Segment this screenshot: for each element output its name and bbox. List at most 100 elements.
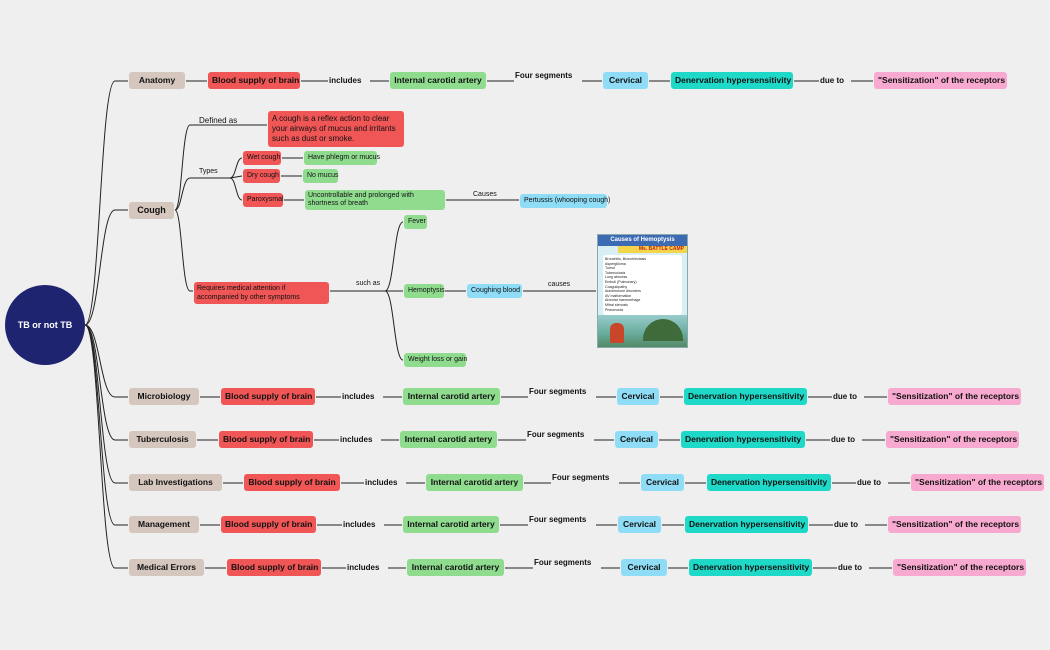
connector-line: [229, 175, 243, 179]
poster-list-item: Pneumonia: [605, 307, 624, 312]
sensitization-node[interactable]: "Sensitization" of the receptors: [893, 559, 1026, 576]
poster-list-item: Tuberculosis: [605, 270, 626, 275]
poster-illustration: [598, 315, 687, 347]
denervation-node[interactable]: Denervation hypersensitivity: [707, 474, 831, 491]
cervical-node[interactable]: Cervical: [621, 559, 667, 576]
cervical-node[interactable]: Cervical: [615, 431, 658, 448]
denervation-node[interactable]: Denervation hypersensitivity: [685, 516, 808, 533]
blood-supply-node[interactable]: Blood supply of brain: [221, 388, 315, 405]
due-to-label: due to: [857, 478, 881, 487]
cervical-node[interactable]: Cervical: [617, 388, 659, 405]
wet-cough-node[interactable]: Wet cough: [243, 151, 281, 165]
four-segments-label: Four segments: [534, 558, 592, 567]
hemoptysis-node[interactable]: Hemoptysis: [404, 284, 445, 298]
dry-cough-desc[interactable]: No mucus: [303, 169, 339, 183]
wet-cough-desc[interactable]: Have phlegm or mucus: [304, 151, 380, 165]
poster-list-item: Bronchitis, Bronchiectasis: [605, 257, 647, 261]
four-segments-label: Four segments: [527, 430, 585, 439]
blood-supply-node[interactable]: Blood supply of brain: [244, 474, 340, 491]
denervation-node[interactable]: Denervation hypersensitivity: [684, 388, 807, 405]
internal-carotid-node[interactable]: Internal carotid artery: [403, 516, 499, 533]
connector-line: [84, 80, 128, 326]
dry-cough-node[interactable]: Dry cough: [243, 169, 280, 183]
includes-label: includes: [365, 478, 398, 487]
cervical-node[interactable]: Cervical: [618, 516, 661, 533]
internal-carotid-node[interactable]: Internal carotid artery: [403, 388, 500, 405]
weight-node[interactable]: Weight loss or gain: [404, 353, 467, 367]
poster-list-item: Lung abscess: [605, 275, 628, 280]
requires-attention-node[interactable]: Requires medical attention if accompanie…: [194, 282, 329, 304]
poster-list-item: Alveolar haemorrhage: [605, 298, 641, 303]
branch-errors[interactable]: Medical Errors: [129, 559, 204, 576]
connector-line: [84, 324, 128, 398]
includes-label: includes: [340, 435, 373, 444]
internal-carotid-node[interactable]: Internal carotid artery: [426, 474, 523, 491]
branch-lab[interactable]: Lab Investigations: [129, 474, 222, 491]
cough-definition[interactable]: A cough is a reflex action to clear your…: [268, 111, 404, 147]
poster-list-item: AV malformation: [605, 293, 632, 298]
blood-supply-node[interactable]: Blood supply of brain: [219, 431, 313, 448]
root-node[interactable]: TB or not TB: [5, 285, 85, 365]
internal-carotid-node[interactable]: Internal carotid artery: [390, 72, 486, 89]
branch-anatomy[interactable]: Anatomy: [129, 72, 185, 89]
blood-supply-node[interactable]: Blood supply of brain: [208, 72, 300, 89]
branch-management[interactable]: Management: [129, 516, 199, 533]
sensitization-node[interactable]: "Sensitization" of the receptors: [888, 516, 1021, 533]
pertussis-node[interactable]: Pertussis (whooping cough): [520, 194, 610, 208]
sensitization-node[interactable]: "Sensitization" of the receptors: [874, 72, 1007, 89]
cervical-node[interactable]: Cervical: [641, 474, 684, 491]
paroxysmal-node[interactable]: Paroxysmal: [243, 193, 284, 207]
types-label: Types: [199, 168, 218, 175]
figure-shape: [610, 323, 624, 343]
denervation-node[interactable]: Denervation hypersensitivity: [689, 559, 812, 576]
internal-carotid-node[interactable]: Internal carotid artery: [407, 559, 504, 576]
connector-line: [384, 221, 404, 292]
poster-list-item: Mitral stenosis: [605, 302, 628, 307]
four-segments-label: Four segments: [529, 515, 587, 524]
fever-node[interactable]: Fever: [404, 215, 427, 229]
includes-label: includes: [342, 392, 375, 401]
includes-label: includes: [343, 520, 376, 529]
blood-supply-node[interactable]: Blood supply of brain: [227, 559, 321, 576]
connector-line: [84, 209, 128, 326]
branch-microbiology[interactable]: Microbiology: [129, 388, 199, 405]
poster-list-item: Emboli (Pulmonary): [605, 279, 637, 284]
denervation-node[interactable]: Denervation hypersensitivity: [681, 431, 805, 448]
tent-shape: [643, 319, 683, 341]
internal-carotid-node[interactable]: Internal carotid artery: [400, 431, 497, 448]
denervation-node[interactable]: Denervation hypersensitivity: [671, 72, 793, 89]
due-to-label: due to: [831, 435, 855, 444]
blood-supply-node[interactable]: Blood supply of brain: [221, 516, 316, 533]
cervical-node[interactable]: Cervical: [603, 72, 648, 89]
connector-line: [84, 324, 128, 484]
includes-label: includes: [347, 563, 380, 572]
due-to-label: due to: [820, 76, 844, 85]
connector-line: [84, 324, 128, 441]
connector-line: [229, 157, 243, 179]
poster-list-item: Aspergilloma: [605, 261, 626, 266]
sensitization-node[interactable]: "Sensitization" of the receptors: [886, 431, 1019, 448]
connector-line: [229, 177, 243, 201]
branch-tuberculosis[interactable]: Tuberculosis: [129, 431, 196, 448]
four-segments-label: Four segments: [515, 71, 573, 80]
connector-line: [84, 324, 128, 569]
connector-line: [174, 177, 230, 211]
connector-line: [384, 290, 404, 361]
due-to-label: due to: [838, 563, 862, 572]
sensitization-node[interactable]: "Sensitization" of the receptors: [911, 474, 1044, 491]
due-to-label: due to: [833, 392, 857, 401]
causes-lower-label: causes: [548, 281, 571, 288]
coughing-blood-node[interactable]: Coughing blood: [467, 284, 522, 298]
poster-list-item: Autoimmune disorders: [605, 289, 641, 294]
hemoptysis-poster-image[interactable]: Causes of Hemoptysis Ms. BATTLE CAMP Bro…: [597, 234, 688, 348]
defined-as-label: Defined as: [199, 116, 238, 125]
causes-label: Causes: [473, 191, 497, 198]
poster-list-item: Tumor: [605, 266, 616, 271]
poster-subtitle: Ms. BATTLE CAMP: [618, 246, 687, 253]
paroxysmal-desc[interactable]: Uncontrollable and prolonged with shortn…: [305, 190, 445, 210]
four-segments-label: Four segments: [552, 473, 610, 482]
sensitization-node[interactable]: "Sensitization" of the receptors: [888, 388, 1021, 405]
branch-cough[interactable]: Cough: [129, 202, 174, 219]
